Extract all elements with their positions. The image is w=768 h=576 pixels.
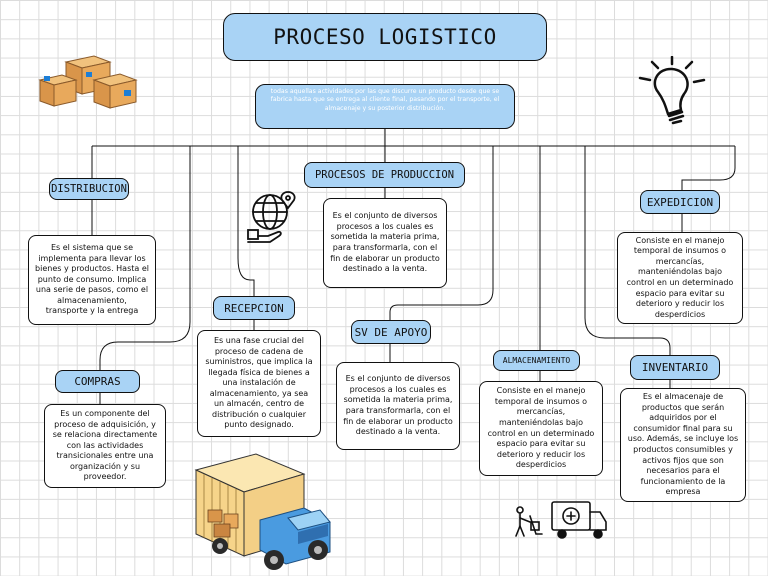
label-almacenamiento: ALMACENAMIENTO [493,350,580,371]
title-text: PROCESO LOGISTICO [273,25,497,49]
connector-expedicion [681,146,736,190]
text-recepcion: Es una fase crucial del proceso de caden… [197,330,321,437]
label-sv-de-apoyo: SV DE APOYO [351,320,431,344]
title-node: PROCESO LOGISTICO [223,13,547,61]
text-distribucion: Es el sistema que se implementa para lle… [28,235,156,325]
connector-recepcion [237,146,255,296]
text-expedicion: Consiste en el manejo temporal de insumo… [617,232,743,324]
text-procesos-de-produccion: Es el conjunto de diversos procesos a lo… [323,198,447,288]
connector-inventario [584,146,671,355]
label-inventario: INVENTARIO [630,355,720,380]
label-distribucion: DISTRIBUCION [49,178,129,200]
text-inventario: Es el almacenaje de productos que serán … [620,388,746,502]
connector-compras [99,146,191,370]
label-compras: COMPRAS [55,370,140,393]
label-procesos-de-produccion: PROCESOS DE PRODUCCION [304,162,465,188]
courier-van-icon [515,501,607,539]
globe-shipping-icon [247,191,296,243]
text-compras: Es un componente del proceso de adquisic… [44,404,166,488]
boxes-icon [38,55,138,109]
connector-sv-apoyo [389,146,494,320]
lightbulb-icon [638,56,706,125]
text-sv-de-apoyo: Es el conjunto de diversos procesos a lo… [336,362,460,450]
label-expedicion: EXPEDICION [640,190,720,214]
text-almacenamiento: Consiste en el manejo temporal de insumo… [479,381,603,476]
label-recepcion: RECEPCION [213,296,295,320]
description-node: todas aquellas actividades por las que d… [255,84,515,129]
delivery-truck-icon [194,453,331,570]
